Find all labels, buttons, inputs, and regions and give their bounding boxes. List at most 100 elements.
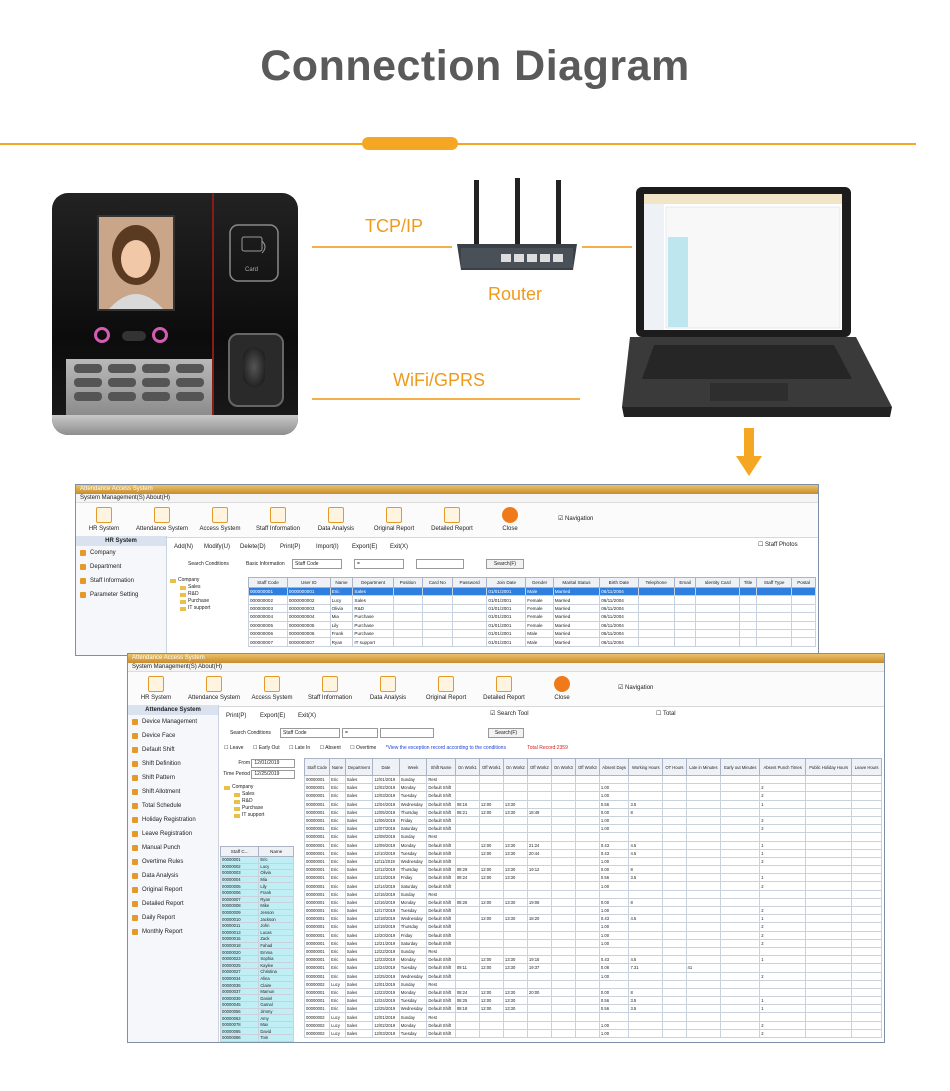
filter-early-out[interactable]: ☐ Early Out (252, 745, 280, 751)
tb-detailed-report[interactable]: Detailed Report (424, 507, 480, 532)
column-header[interactable]: Staff C... (219, 846, 260, 857)
filter-leave[interactable]: ☐ Leave (224, 745, 244, 751)
field-select[interactable]: Staff Code (292, 559, 342, 569)
column-header[interactable]: Join Date (486, 577, 527, 588)
print-button-2[interactable]: Print(P) (226, 713, 247, 719)
navigation-checkbox[interactable]: ☑ Navigation (558, 516, 594, 522)
column-header[interactable]: Staff Type (756, 577, 793, 588)
search-tool-checkbox[interactable]: ☑ Search Tool (490, 711, 529, 717)
column-header[interactable]: Leave Hours (851, 758, 882, 776)
column-header[interactable]: Absent Days (598, 758, 630, 776)
sidebar-item[interactable]: Default Shift (128, 743, 218, 757)
column-header[interactable]: On Work1 (454, 758, 480, 776)
tb2-access-system[interactable]: Access System (244, 676, 300, 701)
sidebar-item[interactable]: Device Face (128, 729, 218, 743)
filter-late-in[interactable]: ☐ Late In (289, 745, 311, 751)
print-button[interactable]: Print(P) (280, 544, 301, 550)
export-button-2[interactable]: Export(E) (260, 713, 286, 719)
tb-hr-system[interactable]: HR System (76, 507, 132, 532)
tree2-sales[interactable]: Sales (232, 791, 264, 798)
value-input[interactable] (416, 559, 464, 569)
modify-button[interactable]: Modify(U) (204, 544, 231, 550)
tb-original-report[interactable]: Original Report (366, 507, 422, 532)
tb2-staff-information[interactable]: Staff Information (302, 676, 358, 701)
column-header[interactable]: Card No (421, 577, 453, 588)
column-header[interactable]: Late in Minutes (685, 758, 722, 776)
column-header[interactable]: Postal (791, 577, 816, 588)
sidebar-item[interactable]: Holiday Registration (128, 813, 218, 827)
search-button-2[interactable]: Search(F) (488, 728, 524, 738)
column-header[interactable]: Staff Code (248, 577, 288, 588)
sidebar-item-parameter-setting[interactable]: Parameter Setting (76, 588, 166, 602)
tree2-company[interactable]: Company (222, 784, 264, 791)
export-button[interactable]: Export(E) (352, 544, 378, 550)
column-header[interactable]: Absent Punch Times (759, 758, 807, 776)
sidebar-item[interactable]: Manual Punch (128, 841, 218, 855)
exit-button-2[interactable]: Exit(X) (298, 713, 316, 719)
column-header[interactable]: Public Holiday Hours (805, 758, 853, 776)
column-header[interactable]: Name (329, 758, 346, 776)
sidebar-item[interactable]: Detailed Report (128, 897, 218, 911)
column-header[interactable]: Email (673, 577, 697, 588)
navigation-checkbox-2[interactable]: ☑ Navigation (618, 685, 654, 691)
to-date-input[interactable]: 12/25/2019 (251, 770, 296, 779)
filter-absent[interactable]: ☐ Absent (319, 745, 341, 751)
column-header[interactable]: Title (738, 577, 758, 588)
column-header[interactable]: Staff Code (303, 758, 331, 776)
column-header[interactable]: Name (258, 846, 294, 857)
tree-it-support[interactable]: IT support (178, 605, 210, 612)
tb-access-system[interactable]: Access System (192, 507, 248, 532)
tb2-detailed-report[interactable]: Detailed Report (476, 676, 532, 701)
add-button[interactable]: Add(N) (174, 544, 194, 550)
total-checkbox[interactable]: ☐ Total (656, 711, 676, 717)
column-header[interactable]: Week (398, 758, 428, 776)
sidebar-item-staff-information[interactable]: Staff Information (76, 574, 166, 588)
sidebar-item[interactable]: Shift Definition (128, 757, 218, 771)
tb2-original-report[interactable]: Original Report (418, 676, 474, 701)
tb-staff-information[interactable]: Staff Information (250, 507, 306, 532)
tb-close[interactable]: Close (482, 507, 538, 532)
column-header[interactable]: Marital Status (552, 577, 601, 588)
import-button[interactable]: Import(I) (316, 544, 339, 550)
column-header[interactable]: Date (372, 758, 400, 776)
